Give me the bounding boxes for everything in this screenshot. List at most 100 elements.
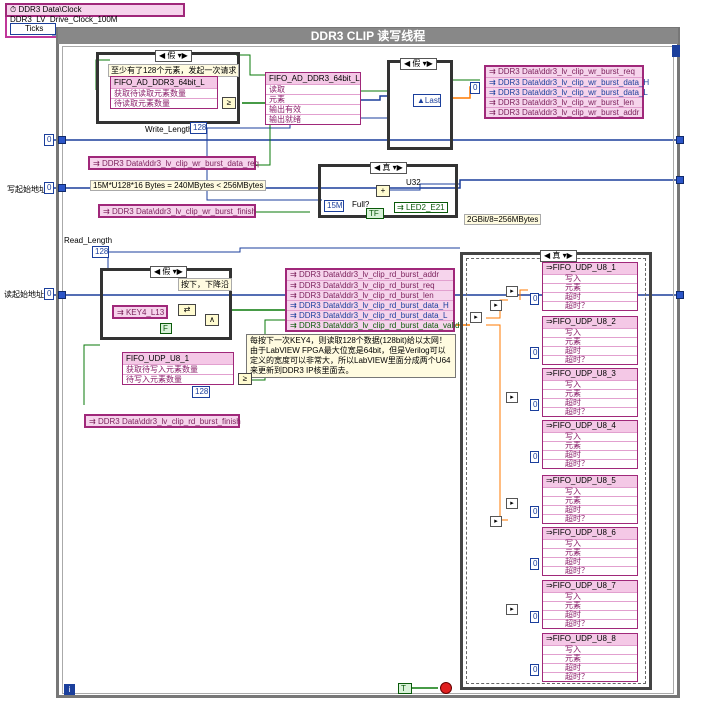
fifo-udp-row: 写入 [543, 274, 637, 283]
wr-node-1: ⇉ DDR3 Data\ddr3_lv_clip_wr_burst_req [486, 67, 642, 77]
fifo-udp-row: 超时 [543, 663, 637, 672]
read-addr-zero: 0 [44, 288, 54, 300]
fifo-udp-ctl-row-1: 获取待写入元素数量 [123, 364, 233, 374]
value-15m: 15M [324, 200, 344, 212]
fifo-udp-row: 超时？ [543, 407, 637, 416]
split-node-a: ▸ [470, 312, 482, 323]
fifo-udp-title: ⇒FIFO_UDP_U8_3 [543, 369, 637, 380]
last-node: ▲Last [413, 94, 441, 107]
fifo-udp-row: 超时？ [543, 514, 637, 523]
split-node-c: ▸ [490, 516, 502, 527]
wr-burst-finish-node[interactable]: ⇉ DDR3 Data\ddr3_lv_clip_wr_burst_finish [98, 204, 256, 218]
wr-node-4: ⇉ DDR3 Data\ddr3_lv_clip_wr_burst_len [486, 97, 642, 107]
udp-zero-const: 0 [530, 558, 539, 570]
note-line-4: 来更新到DDR3 IP核里面去。 [250, 366, 354, 375]
udp-zero-const: 0 [530, 347, 539, 359]
fifo-udp-ctl-row-2: 待写入元素数量 [123, 374, 233, 384]
wr-burst-node-group[interactable]: ⇉ DDR3 Data\ddr3_lv_clip_wr_burst_req ⇉ … [484, 65, 649, 119]
wr-node-3: ⇉ DDR3 Data\ddr3_lv_clip_wr_burst_data_L [486, 87, 648, 97]
fifo-udp-row: 超时？ [543, 355, 637, 364]
wr-burst-data-req-node[interactable]: ⇉ DDR3 Data\ddr3_lv_clip_wr_burst_data_r… [88, 156, 259, 170]
udp-zero-const: 0 [530, 451, 539, 463]
fifo-ad2-row-3: 输出有效 [266, 104, 360, 114]
case-selector-true[interactable]: ◀ 真 ▾▶ [370, 162, 407, 174]
fifo-udp-row: 元素 [543, 601, 637, 610]
fifo-udp-title: ⇒FIFO_UDP_U8_8 [543, 634, 637, 645]
fifo-udp-row: 元素 [543, 496, 637, 505]
clock-icon: ⏱ [10, 5, 17, 14]
udp-zero-const: 0 [530, 506, 539, 518]
case-selector-false[interactable]: ◀ 假 ▾▶ [155, 50, 192, 62]
read-length-label: Read_Length [64, 236, 113, 245]
case-selector-last[interactable]: ◀ 假 ▾▶ [400, 58, 437, 70]
ticks-node[interactable]: Ticks [10, 23, 56, 35]
write-addr-zero: 0 [44, 182, 54, 194]
fifo-udp-row: 超时？ [543, 619, 637, 628]
key4-node[interactable]: ⇉ KEY4_L13 [112, 305, 168, 319]
write-start-address-label: 写起始地址 [7, 185, 47, 194]
fifo-ad-ddr3-node[interactable]: FIFO_AD_DDR3_64bit_L 获取待读取元素数量 待读取元素数量 [110, 76, 218, 109]
u32-label: U32 [406, 178, 421, 187]
note-line-3: 定义的宽度可以非常大，所以LabVIEW里面分成两个U64 [250, 356, 451, 365]
read-explanation-note: 每按下一次KEY4，则读取128个数据(128bit)给以太网！ 由于LabVI… [246, 334, 456, 378]
size-note: 15M*U128*16 Bytes = 240MBytes < 256MByte… [90, 180, 267, 191]
full-label: Full? [352, 200, 370, 209]
rd-node-4: ⇉ DDR3 Data\ddr3_lv_clip_rd_burst_data_H [287, 300, 453, 310]
shift-register-right-1 [676, 136, 684, 144]
iteration-icon: i [64, 684, 75, 695]
stop-icon[interactable] [440, 682, 452, 694]
rd-node-3: ⇉ DDR3 Data\ddr3_lv_clip_rd_burst_len [287, 290, 453, 300]
rd-node-1: ⇉ DDR3 Data\ddr3_lv_clip_rd_burst_addr [287, 270, 453, 280]
split-node-g: ▸ [506, 604, 518, 615]
fifo-udp-title: ⇒FIFO_UDP_U8_1 [543, 263, 637, 274]
rd-burst-finish-node[interactable]: ⇉ DDR3 Data\ddr3_lv_clip_rd_burst_finish [84, 414, 241, 428]
clock-node[interactable]: ⏱ DDR3 Data\Clock DDR3_LV_Drive_Clock_10… [5, 3, 185, 24]
key-tf-const: F [160, 323, 172, 334]
fifo-udp-row: 超时？ [543, 301, 637, 310]
udp-case-selector-true[interactable]: ◀ 真 ▾▶ [540, 250, 577, 262]
fifo-ad-ddr3-read-node[interactable]: FIFO_AD_DDR3_64bit_L 读取 元素 输出有效 输出就绪 [265, 72, 361, 125]
udp-zero-const: 0 [530, 293, 539, 305]
udp-zero-const: 0 [530, 399, 539, 411]
rd-burst-node-group[interactable]: ⇉ DDR3 Data\ddr3_lv_clip_rd_burst_addr ⇉… [285, 268, 459, 332]
press-note: 按下，下降沿 [178, 278, 232, 291]
read-case-selector-false[interactable]: ◀ 假 ▾▶ [150, 266, 187, 278]
greater-equal-prim: ≥ [222, 97, 236, 109]
and-prim: ∧ [205, 314, 219, 326]
udp-zero-const: 0 [530, 664, 539, 676]
right-terminal-icon [672, 45, 680, 57]
fifo-udp-title: ⇒FIFO_UDP_U8_6 [543, 528, 637, 539]
split-node-e: ▸ [506, 392, 518, 403]
led-node[interactable]: ⇉ LED2_E21 [394, 202, 448, 213]
fifo-udp-row: 超时 [543, 505, 637, 514]
zero-left-const: 0 [44, 134, 54, 146]
fifo-udp-u8-1-ctl[interactable]: FIFO_UDP_U8_1 获取待写入元素数量 待写入元素数量 [122, 352, 234, 385]
fifo-udp-row: 写入 [543, 487, 637, 496]
fifo-udp-row: 元素 [543, 654, 637, 663]
read-start-address-label: 读起始地址 [4, 290, 44, 299]
fifo-udp-row: 写入 [543, 645, 637, 654]
rd-node-5: ⇉ DDR3 Data\ddr3_lv_clip_rd_burst_data_L [287, 310, 453, 320]
read-length-value: 128 [92, 246, 109, 258]
fifo-udp-row: 超时 [543, 610, 637, 619]
fifo-udp-ctl-title: FIFO_UDP_U8_1 [123, 353, 233, 364]
write-length-label: Write_Length [145, 125, 193, 134]
fifo-ad2-row-4: 输出就绪 [266, 114, 360, 124]
split-node-f: ▸ [506, 498, 518, 509]
feedback-node: ⇄ [178, 304, 196, 316]
fifo-ad2-row-2: 元素 [266, 94, 360, 104]
fifo-udp-row: 超时 [543, 450, 637, 459]
udp-zero-const: 0 [530, 611, 539, 623]
shift-register-right-3 [676, 291, 684, 299]
zero-constant-a: 0 [470, 82, 480, 94]
rd-node-2: ⇉ DDR3 Data\ddr3_lv_clip_rd_burst_req [287, 280, 453, 290]
ticks-label: Ticks [25, 24, 44, 33]
